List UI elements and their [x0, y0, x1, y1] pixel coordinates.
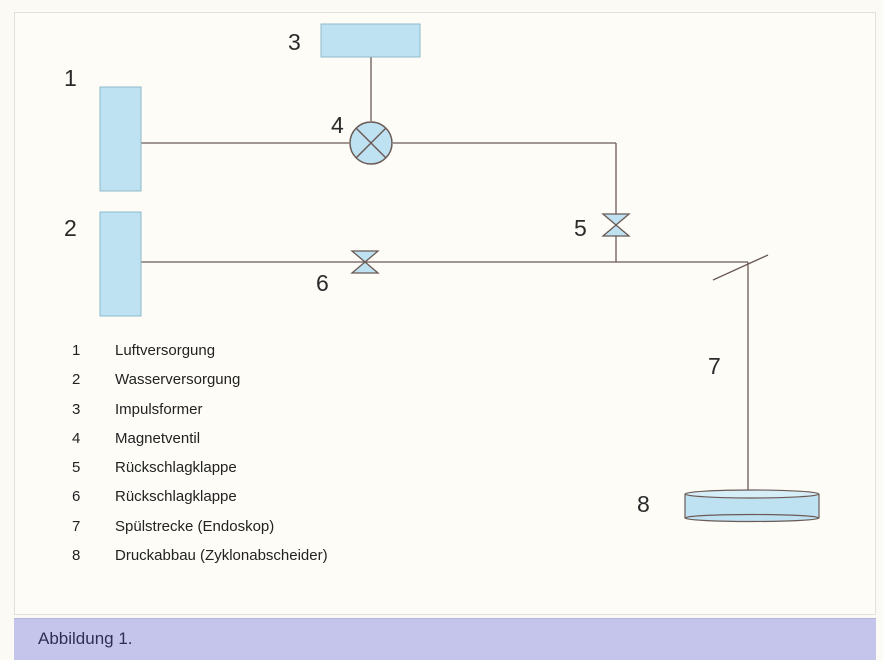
- legend-number: 7: [72, 517, 81, 535]
- legend-number: 1: [72, 342, 81, 359]
- label-1: 1: [64, 65, 77, 91]
- legend-item: 8 Druckabbau (Zyklonabscheider): [72, 546, 328, 575]
- caption-bar: Abbildung 1.: [14, 618, 876, 660]
- legend-item: 1 Luftversorgung: [72, 341, 328, 370]
- label-8: 8: [637, 491, 650, 517]
- pulse-shaper-box: [320, 23, 421, 58]
- label-5: 5: [574, 215, 587, 241]
- legend-number: 2: [72, 371, 81, 389]
- legend-text: Impulsformer: [115, 400, 203, 418]
- legend-number: 4: [72, 429, 81, 447]
- legend-item: 6 Rückschlagklappe: [72, 487, 328, 516]
- air-supply-box: [99, 86, 142, 192]
- legend-text: Wasserversorgung: [115, 371, 241, 389]
- label-3: 3: [288, 29, 301, 55]
- label-6: 6: [316, 270, 329, 296]
- legend-number: 6: [72, 488, 81, 506]
- cyclone-separator-icon: [684, 489, 820, 523]
- legend-item: 2 Wasserversorgung: [72, 370, 328, 399]
- legend-text: Magnetventil: [115, 429, 201, 447]
- rinse-junction-mark: [712, 254, 769, 281]
- legend-list: 1 Luftversorgung 2 Wasserversorgung 3 Impul…: [72, 341, 328, 575]
- legend-text: Luftversorgung: [115, 342, 216, 359]
- legend-number: 5: [72, 459, 81, 477]
- check-valve-5-icon: [601, 213, 631, 237]
- legend-text: Rückschlagklappe: [115, 488, 237, 506]
- label-7: 7: [708, 353, 721, 379]
- figure-caption: Abbildung 1.: [38, 629, 133, 648]
- label-4: 4: [331, 112, 344, 138]
- legend-item: 4 Magnetventil: [72, 429, 328, 458]
- legend-text: Druckabbau (Zyklonabscheider): [115, 547, 328, 565]
- label-2: 2: [64, 215, 77, 241]
- water-supply-box: [99, 211, 142, 317]
- legend-text: Spülstrecke (Endoskop): [115, 517, 275, 535]
- legend-item: 7 Spülstrecke (Endoskop): [72, 517, 328, 546]
- check-valve-6-icon: [350, 250, 380, 274]
- legend-item: 5 Rückschlagklappe: [72, 458, 328, 487]
- legend-text: Rückschlagklappe: [115, 459, 237, 477]
- solenoid-valve-icon: [349, 121, 393, 165]
- legend-number: 8: [72, 547, 81, 565]
- legend-item: 3 Impulsformer: [72, 400, 328, 429]
- legend-number: 3: [72, 400, 81, 418]
